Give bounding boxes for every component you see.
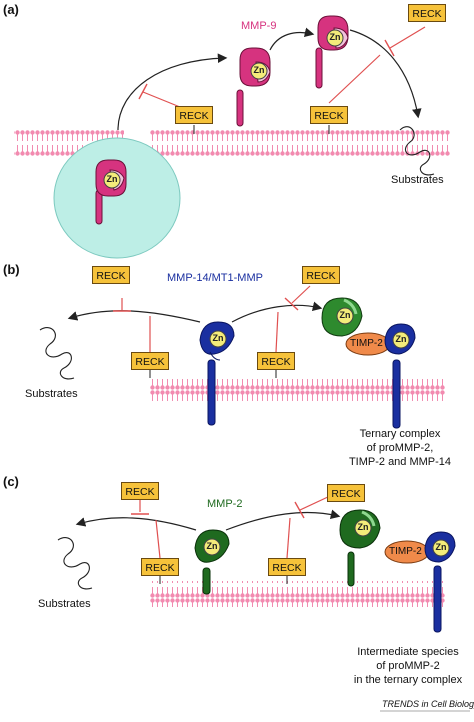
zn-label-c2: Zn <box>357 522 369 532</box>
zn-label-b2: Zn <box>339 310 351 320</box>
substrates-label-c: Substrates <box>38 598 91 610</box>
cleavage-arrow-a <box>349 29 422 119</box>
substrates-c <box>57 537 93 590</box>
panel-label-b: (b) <box>3 262 20 277</box>
inhibit-c1 <box>155 519 161 559</box>
reck-box-b1: RECK <box>92 266 130 284</box>
reck-box-a1: RECK <box>175 106 213 124</box>
inhibit-a3 <box>389 26 426 49</box>
zn-label-b3: Zn <box>395 334 407 344</box>
inhibit-b3 <box>275 311 279 353</box>
reck-box-b3: RECK <box>131 352 169 370</box>
inhibit-a2 <box>328 54 381 104</box>
cleavage-arrow-c <box>75 517 197 531</box>
inhibit-b4 <box>291 285 311 304</box>
mmp2-label: MMP-2 <box>207 498 243 510</box>
zn-label-a1: Zn <box>106 174 118 184</box>
journal-credit: TRENDS in Cell Biology <box>382 699 474 709</box>
cleavage-arrow-b <box>67 310 201 323</box>
membrane-c <box>150 581 445 607</box>
reck-box-c2: RECK <box>327 484 365 502</box>
zn-label-c1: Zn <box>206 541 218 551</box>
reck-box-b2: RECK <box>302 266 340 284</box>
activation-arrow-b <box>231 301 323 323</box>
inhibit-c4 <box>299 495 331 511</box>
zn-label-b1: Zn <box>212 333 224 343</box>
substrates-a <box>399 126 435 176</box>
inhibit-a1-bar <box>138 83 148 100</box>
timp2-label-b: TIMP-2 <box>350 338 383 349</box>
mmp2-left <box>194 529 230 595</box>
panel-c <box>57 495 456 633</box>
activation-arrow-a <box>269 27 315 51</box>
panel-a <box>14 15 450 259</box>
ternary-caption-2: of proMMP-2, <box>366 442 434 454</box>
ternary-caption-1: Ternary complex <box>359 428 441 440</box>
zn-label-c3: Zn <box>435 542 447 552</box>
intermediate-caption-1: Intermediate species <box>357 646 459 658</box>
mmp14-label: MMP-14/MT1-MMP <box>167 272 263 284</box>
panel-b <box>39 285 445 429</box>
substrates-label-a: Substrates <box>391 174 444 186</box>
reck-box-c3: RECK <box>141 558 179 576</box>
timp2-label-c: TIMP-2 <box>389 546 422 557</box>
ternary-complex <box>321 297 416 429</box>
intermediate-caption-2: of proMMP-2 <box>376 660 440 672</box>
substrates-b <box>39 327 75 380</box>
reck-box-a2: RECK <box>310 106 348 124</box>
reck-box-c1: RECK <box>121 482 159 500</box>
mmp9-in-vesicle <box>95 159 127 225</box>
mmp9-active <box>315 15 349 89</box>
membrane-b <box>150 376 445 402</box>
ternary-caption-3: TIMP-2 and MMP-14 <box>348 456 452 468</box>
mmp9-label: MMP-9 <box>241 20 277 32</box>
activation-arrow-c <box>225 509 341 531</box>
secretion-arrow <box>117 53 228 131</box>
membrane-a-right <box>150 130 450 156</box>
secretory-vesicle <box>53 137 181 259</box>
inhibit-b4-bar <box>284 297 299 311</box>
zn-label-a2: Zn <box>253 65 265 75</box>
intermediate-complex <box>339 509 456 633</box>
inhibit-c3 <box>286 517 291 559</box>
mmp14-left <box>199 321 235 426</box>
reck-box-b4: RECK <box>257 352 295 370</box>
zn-label-a3: Zn <box>329 32 341 42</box>
inhibit-c4-bar <box>294 501 305 519</box>
intermediate-caption-3: in the ternary complex <box>353 674 463 686</box>
panel-label-c: (c) <box>3 474 19 489</box>
inhibit-a1 <box>142 91 181 108</box>
reck-box-a3: RECK <box>408 4 446 22</box>
reck-box-c4: RECK <box>268 558 306 576</box>
substrates-label-b: Substrates <box>25 388 78 400</box>
mmp9-released <box>236 47 271 127</box>
inhibit-a3-bar <box>384 39 395 57</box>
panel-label-a: (a) <box>3 2 19 17</box>
